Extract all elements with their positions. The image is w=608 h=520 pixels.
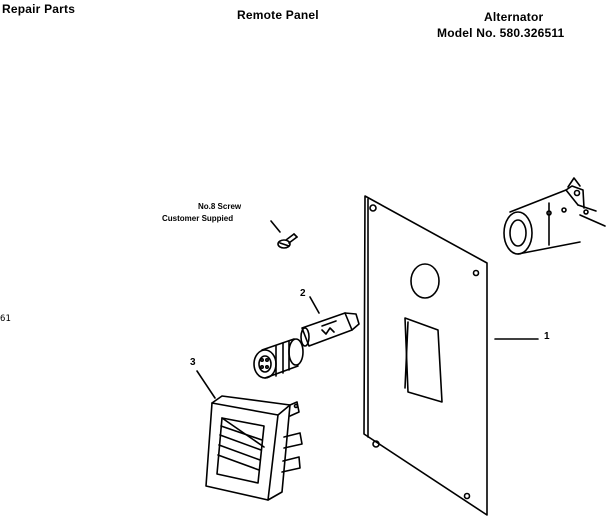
header-repair-parts: Repair Parts: [2, 2, 76, 16]
screw-label-line1: No.8 Screw: [198, 202, 242, 211]
callout-2: 2: [300, 288, 306, 299]
callout-3: 3: [190, 357, 196, 368]
header-remote-panel: Remote Panel: [237, 8, 319, 22]
header-alternator: Alternator: [484, 10, 544, 24]
screw-icon: [277, 233, 298, 249]
lamp-leader: [309, 296, 320, 314]
alternator-icon: [503, 177, 606, 255]
rocker-switch-icon: [205, 395, 303, 501]
remote-panel-plate: [363, 195, 488, 516]
screw-label-line2: Customer Suppied: [162, 214, 234, 223]
margin-mark: 61: [0, 314, 11, 324]
lamp-socket-icon: [253, 338, 304, 379]
lamp-bulb-icon: [300, 312, 360, 347]
screw-leader: [270, 220, 281, 233]
callout-1: 1: [544, 331, 550, 342]
header-model-number: Model No. 580.326511: [437, 26, 565, 40]
switch-leader: [196, 370, 216, 399]
